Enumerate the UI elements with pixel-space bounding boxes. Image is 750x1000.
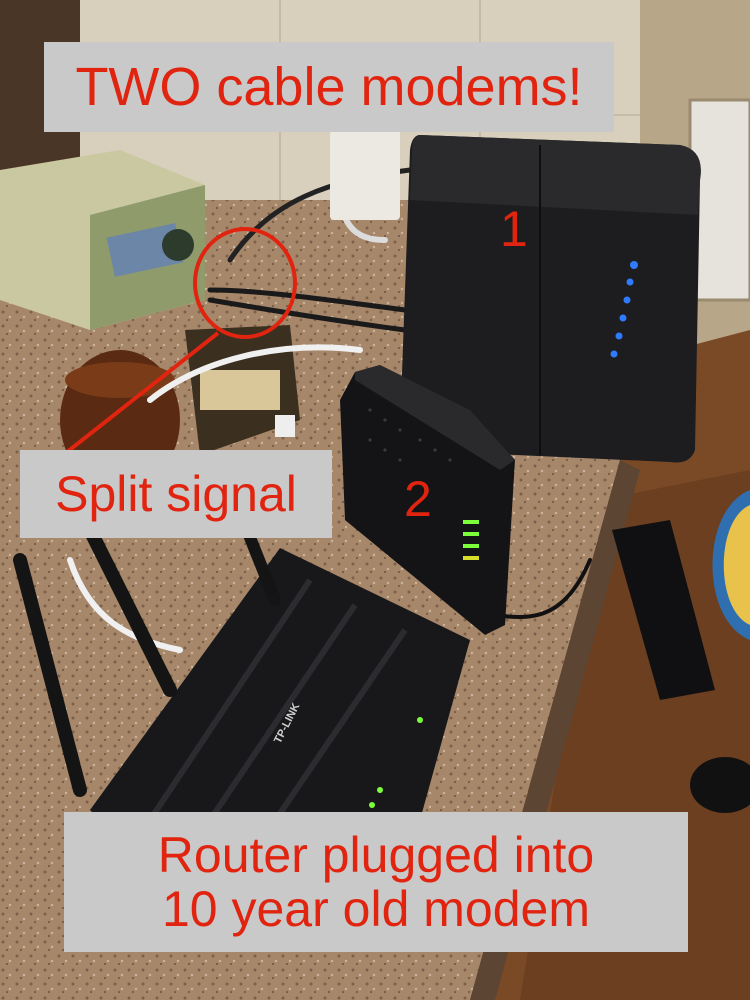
router-annotation-line-1: Router plugged into	[157, 827, 595, 883]
split-signal-text: Split signal	[55, 466, 297, 522]
router-led-2	[377, 787, 383, 793]
small-black-object	[690, 757, 750, 813]
router-led-1	[369, 802, 375, 808]
modem-2-label: 2	[404, 471, 432, 527]
tea-tin	[185, 325, 300, 455]
online-led	[623, 296, 631, 304]
wifi-24-led	[619, 314, 627, 322]
us-ds-led	[626, 278, 634, 286]
modem-1	[399, 135, 701, 463]
router-annotation: Router plugged into 10 year old modem	[64, 812, 688, 952]
callout-circle	[193, 227, 297, 339]
modem-1-label: 1	[500, 201, 528, 257]
title-annotation: TWO cable modems!	[44, 42, 614, 132]
black-pouch	[612, 520, 715, 700]
router-annotation-line-2: 10 year old modem	[161, 881, 590, 937]
wall-outlet	[330, 130, 400, 220]
tea-box	[0, 150, 205, 330]
router-antenna-2	[83, 523, 177, 697]
title-text: TWO cable modems!	[75, 56, 583, 117]
split-signal-annotation: Split signal	[20, 450, 332, 538]
callout-arrow	[60, 331, 220, 458]
wifi-5-led	[615, 332, 623, 340]
modem2-led-3	[463, 544, 479, 548]
router-led-3	[417, 717, 423, 723]
router-antenna-1	[13, 553, 87, 797]
modem-2	[340, 365, 515, 635]
ethernet-led	[610, 350, 618, 358]
modem2-led-4	[463, 556, 479, 560]
modem2-led-1	[463, 520, 479, 524]
modem2-led-2	[463, 532, 479, 536]
power-led	[630, 261, 638, 269]
